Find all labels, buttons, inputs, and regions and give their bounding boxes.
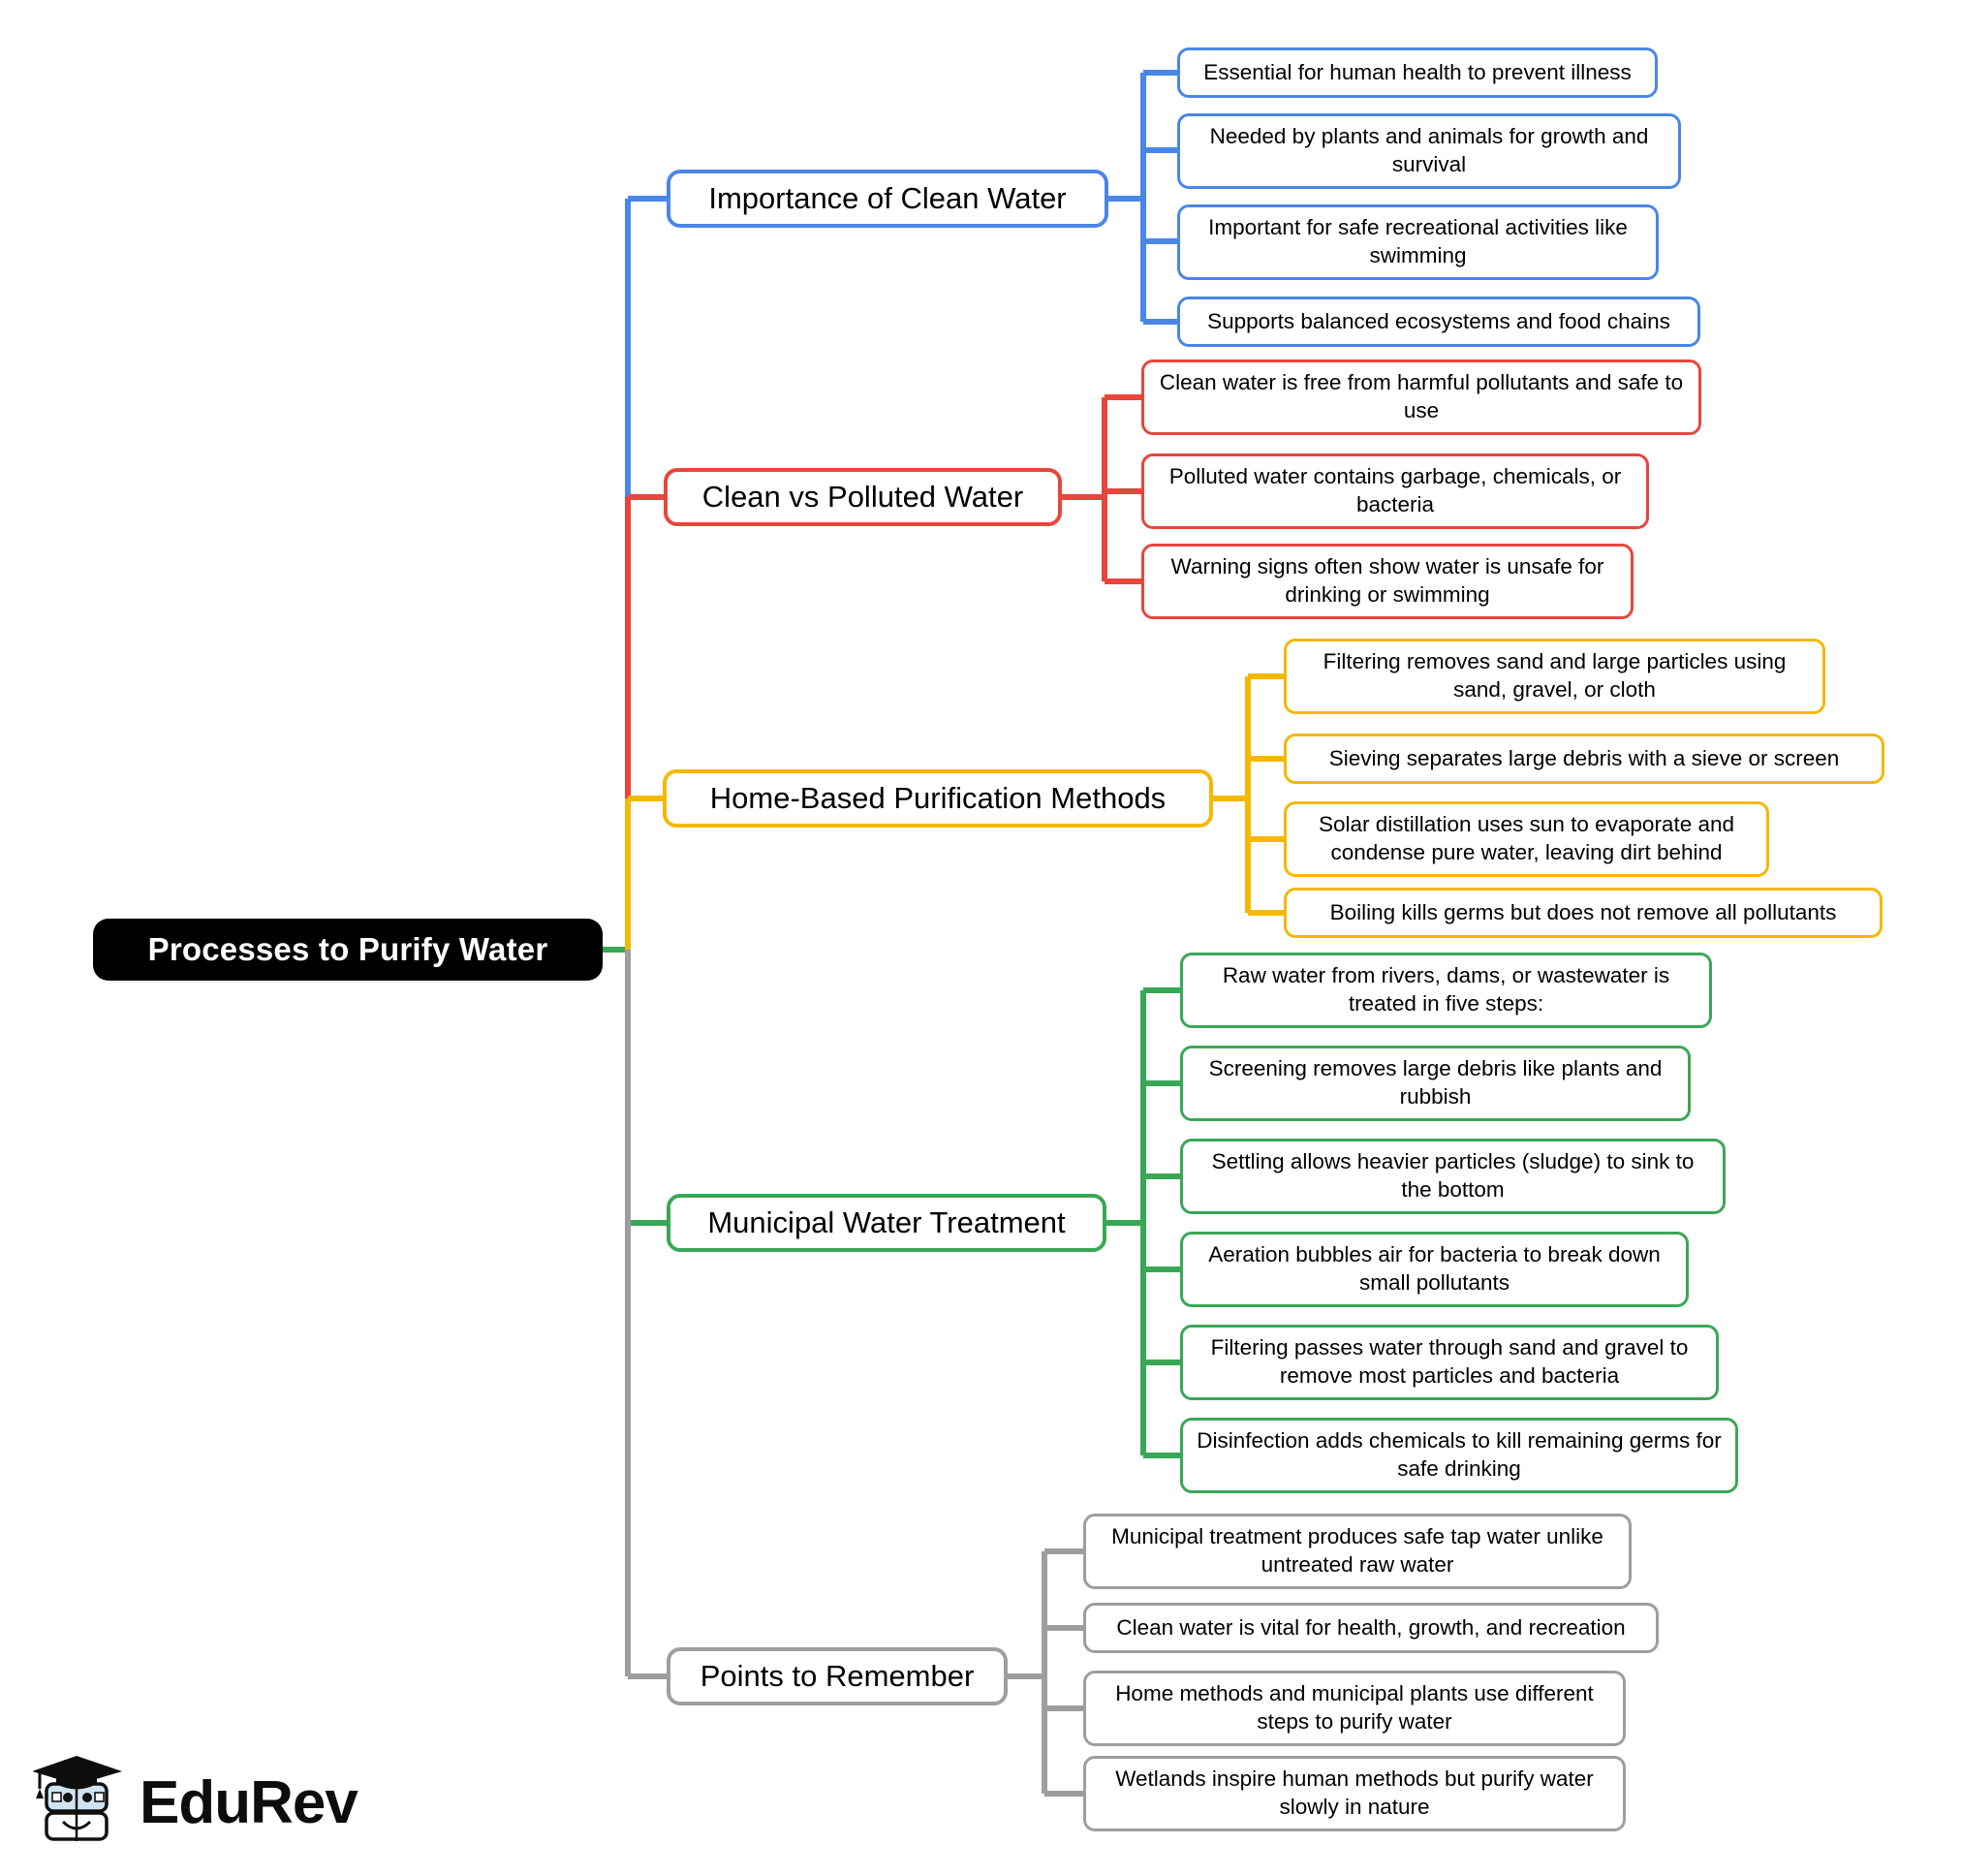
leaf-node[interactable]: Needed by plants and animals for growth … (1177, 113, 1681, 189)
leaf-label: Warning signs often show water is unsafe… (1170, 554, 1604, 607)
edurev-wordmark: EduRev (140, 1768, 358, 1836)
leaf-label: Wetlands inspire human methods but purif… (1115, 1767, 1594, 1819)
leaf-node[interactable]: Boiling kills germs but does not remove … (1284, 888, 1883, 938)
leaf-label: Solar distillation uses sun to evaporate… (1318, 812, 1735, 864)
leaf-node[interactable]: Home methods and municipal plants use di… (1083, 1671, 1626, 1746)
leaf-node[interactable]: Municipal treatment produces safe tap wa… (1083, 1514, 1632, 1589)
leaf-node[interactable]: Filtering removes sand and large particl… (1284, 639, 1825, 714)
leaf-label: Disinfection adds chemicals to kill rema… (1197, 1428, 1722, 1481)
edurev-logo: EduRev (33, 1744, 420, 1860)
leaf-label: Municipal treatment produces safe tap wa… (1111, 1524, 1603, 1577)
leaf-label: Clean water is free from harmful polluta… (1159, 370, 1684, 422)
leaf-node[interactable]: Disinfection adds chemicals to kill rema… (1180, 1418, 1738, 1493)
leaf-label: Sieving separates large debris with a si… (1328, 745, 1840, 770)
leaf-node[interactable]: Essential for human health to prevent il… (1177, 47, 1658, 98)
leaf-label: Settling allows heavier particles (sludg… (1211, 1149, 1695, 1202)
leaf-node[interactable]: Sieving separates large debris with a si… (1284, 734, 1884, 784)
leaf-label: Home methods and municipal plants use di… (1115, 1681, 1594, 1734)
leaf-node[interactable]: Supports balanced ecosystems and food ch… (1177, 297, 1700, 347)
branch-node-home-based-purification-methods[interactable]: Home-Based Purification Methods (663, 769, 1213, 828)
branch-node-clean-vs-polluted-water[interactable]: Clean vs Polluted Water (664, 468, 1062, 526)
branch-label: Points to Remember (700, 1659, 975, 1694)
branch-node-municipal-water-treatment[interactable]: Municipal Water Treatment (667, 1194, 1106, 1252)
leaf-label: Essential for human health to prevent il… (1203, 59, 1632, 84)
leaf-label: Needed by plants and animals for growth … (1209, 124, 1649, 176)
leaf-node[interactable]: Polluted water contains garbage, chemica… (1141, 453, 1649, 529)
leaf-label: Raw water from rivers, dams, or wastewat… (1222, 963, 1670, 1016)
leaf-node[interactable]: Settling allows heavier particles (sludg… (1180, 1139, 1726, 1214)
mindmap-root-node[interactable]: Processes to Purify Water (93, 919, 603, 981)
leaf-node[interactable]: Aeration bubbles air for bacteria to bre… (1180, 1232, 1689, 1307)
leaf-node[interactable]: Wetlands inspire human methods but purif… (1083, 1756, 1626, 1831)
leaf-label: Supports balanced ecosystems and food ch… (1207, 308, 1670, 333)
branch-node-points-to-remember[interactable]: Points to Remember (667, 1647, 1008, 1705)
leaf-label: Polluted water contains garbage, chemica… (1168, 464, 1622, 516)
leaf-label: Clean water is vital for health, growth,… (1116, 1614, 1626, 1640)
root-label: Processes to Purify Water (147, 930, 548, 967)
branch-label: Municipal Water Treatment (707, 1205, 1066, 1240)
leaf-label: Filtering passes water through sand and … (1210, 1335, 1689, 1388)
leaf-label: Aeration bubbles air for bacteria to bre… (1208, 1242, 1661, 1295)
leaf-label: Screening removes large debris like plan… (1208, 1056, 1663, 1109)
leaf-node[interactable]: Solar distillation uses sun to evaporate… (1284, 801, 1769, 877)
leaf-node[interactable]: Screening removes large debris like plan… (1180, 1046, 1691, 1121)
graduation-cap-book-icon (33, 1756, 122, 1841)
leaf-node[interactable]: Important for safe recreational activiti… (1177, 204, 1659, 280)
leaf-node[interactable]: Filtering passes water through sand and … (1180, 1325, 1719, 1400)
leaf-node[interactable]: Clean water is free from harmful polluta… (1141, 360, 1701, 435)
branch-node-importance-of-clean-water[interactable]: Importance of Clean Water (667, 170, 1108, 228)
branch-label: Clean vs Polluted Water (701, 480, 1024, 515)
branch-label: Home-Based Purification Methods (709, 781, 1167, 816)
leaf-node[interactable]: Clean water is vital for health, growth,… (1083, 1603, 1659, 1653)
leaf-label: Boiling kills germs but does not remove … (1329, 899, 1837, 924)
branch-label: Importance of Clean Water (708, 181, 1067, 216)
leaf-node[interactable]: Raw water from rivers, dams, or wastewat… (1180, 953, 1712, 1028)
leaf-node[interactable]: Warning signs often show water is unsafe… (1141, 544, 1634, 619)
leaf-label: Important for safe recreational activiti… (1208, 215, 1628, 267)
leaf-label: Filtering removes sand and large particl… (1323, 649, 1787, 702)
